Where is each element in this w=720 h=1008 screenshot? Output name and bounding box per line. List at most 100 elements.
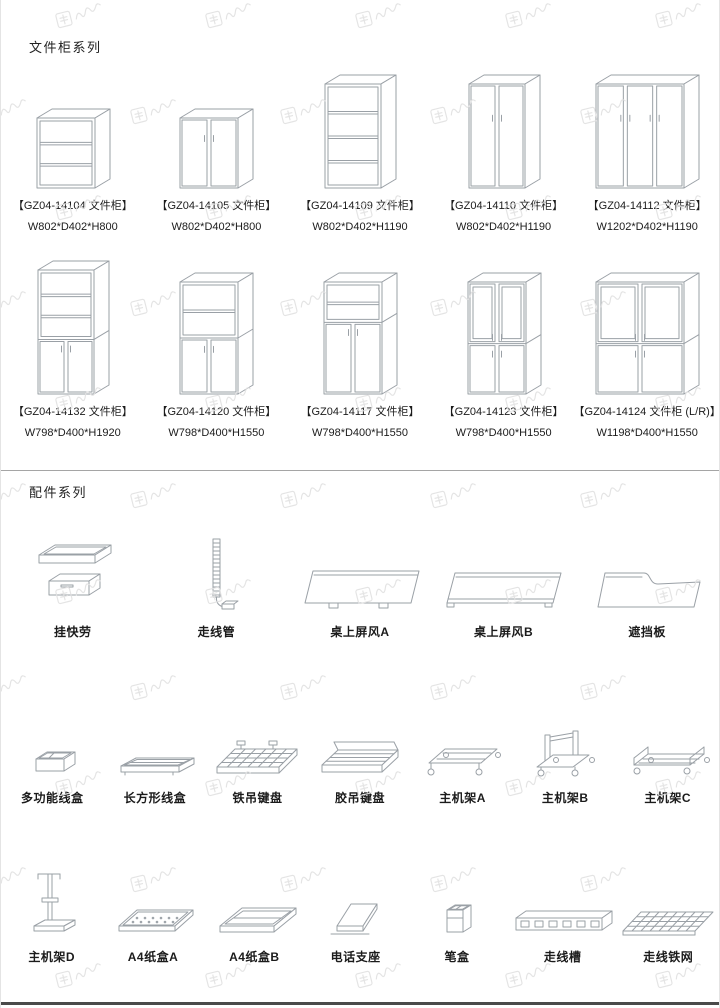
accessory-card: 铁吊键盘 xyxy=(206,731,309,805)
tall-open-cabinet-icon xyxy=(324,74,397,189)
product-code: 【GZ04-14110 文件柜】 xyxy=(444,199,564,212)
accessory-figure xyxy=(618,864,718,940)
accessory-card: 桌上屏风A xyxy=(288,531,432,639)
desk-screen-a-icon xyxy=(304,570,420,609)
accessory-label: A4纸盒A xyxy=(127,949,179,964)
accessory-row-3: 主机架D A4纸盒A A4纸盒B xyxy=(1,864,719,964)
product-code: 【GZ04-14117 文件柜】 xyxy=(300,405,420,418)
accessory-figure xyxy=(16,731,88,781)
accessory-figure xyxy=(417,731,509,781)
accessory-label: 笔盒 xyxy=(444,949,470,964)
product-code: 【GZ04-14124 文件柜 (L/R)】 xyxy=(573,405,720,418)
cabinet-row-2: 【GZ04-14132 文件柜】 W798*D400*H1920 【GZ04-1… xyxy=(1,260,720,440)
product-card: 【GZ04-14120 文件柜】 W798*D400*H1550 xyxy=(145,264,289,440)
accessory-card: 多功能线盒 xyxy=(1,731,104,805)
accessory-card: 走线管 xyxy=(145,531,289,639)
accessory-figure xyxy=(109,731,201,781)
accessory-card: 主机架B xyxy=(514,730,617,806)
product-dimensions: W798*D400*H1550 xyxy=(311,427,408,440)
cpu-holder-c-icon xyxy=(633,746,710,775)
product-figure xyxy=(434,264,574,396)
accessory-label: 主机架B xyxy=(541,791,589,806)
product-figure xyxy=(3,260,143,396)
low-open-cabinet-icon xyxy=(36,108,111,189)
accessory-label: 主机架A xyxy=(439,791,486,806)
product-figure xyxy=(146,70,286,190)
accessory-label: 主机架D xyxy=(28,949,75,964)
product-card: 【GZ04-14123 文件柜】 W798*D400*H1550 xyxy=(432,264,576,440)
accessory-label: 挂快劳 xyxy=(54,624,92,639)
section-title: 文件柜系列 xyxy=(29,40,102,55)
hutch-cabinet-icon xyxy=(37,260,110,395)
product-figure xyxy=(577,264,717,396)
shield-board-icon xyxy=(597,572,701,608)
accessory-card: A4纸盒A xyxy=(102,864,203,964)
accessory-figure xyxy=(622,731,714,781)
product-code: 【GZ04-14112 文件柜】 xyxy=(587,199,707,212)
product-figure xyxy=(290,70,430,190)
accessory-card: 走线槽 xyxy=(508,864,618,964)
low-door-cabinet-icon xyxy=(179,108,254,189)
phone-stand-icon xyxy=(330,903,378,935)
accessory-label: 主机架C xyxy=(644,791,692,806)
section-title: 配件系列 xyxy=(29,485,88,501)
combo-cabinet-a-icon xyxy=(179,272,254,395)
file-cabinet-section: 文件柜系列 【GZ04-14104 文件柜】 W802*D402*H800 【G… xyxy=(1,0,719,440)
accessory-card: 长方形线盒 xyxy=(104,731,207,805)
accessory-label: 桌上屏风A xyxy=(330,624,390,639)
wide-door-cabinet-icon xyxy=(595,74,700,189)
a4-tray-b-icon xyxy=(219,907,297,933)
accessory-figure xyxy=(16,864,88,940)
glass-door-cabinet-icon xyxy=(467,272,542,395)
cable-mesh-icon xyxy=(622,911,714,936)
accessory-card: 桌上屏风B xyxy=(432,531,576,639)
product-card: 【GZ04-14124 文件柜 (L/R)】 W1198*D400*H1550 xyxy=(573,264,720,440)
accessory-figure xyxy=(312,731,408,781)
accessory-row-1: 挂快劳 走线管 桌上屏风A xyxy=(1,531,719,639)
accessory-card: 笔盒 xyxy=(406,864,507,964)
accessory-label: 桌上屏风B xyxy=(473,624,534,639)
accessory-card: 电话支座 xyxy=(305,864,406,964)
accessory-figure xyxy=(586,531,708,615)
accessory-label: 长方形线盒 xyxy=(123,791,187,806)
accessory-label: 电话支座 xyxy=(330,949,381,964)
accessories-section: 配件系列 挂快劳 走线管 xyxy=(1,471,719,964)
product-figure xyxy=(577,70,717,190)
product-dimensions: W798*D400*H1550 xyxy=(455,427,552,440)
accessory-figure xyxy=(208,864,300,940)
accessory-label: 铁吊键盘 xyxy=(232,791,283,806)
product-code: 【GZ04-14120 文件柜】 xyxy=(156,405,277,418)
accessory-card: 主机架A xyxy=(411,731,514,805)
accessory-label: 走线管 xyxy=(197,624,236,639)
combo-cabinet-b-icon xyxy=(323,272,398,395)
section-divider xyxy=(1,470,719,472)
page-content: 文件柜系列 【GZ04-14104 文件柜】 W802*D402*H800 【G… xyxy=(1,0,719,964)
cable-trough-icon xyxy=(515,910,613,931)
product-card: 【GZ04-14110 文件柜】 W802*D402*H1190 xyxy=(432,70,576,234)
accessory-figure xyxy=(107,864,199,940)
product-code: 【GZ04-14104 文件柜】 xyxy=(12,199,133,212)
accessory-label: 遮挡板 xyxy=(628,624,666,639)
product-dimensions: W1202*D402*H1190 xyxy=(596,220,698,233)
accessory-row-2: 多功能线盒 长方形线盒 铁吊键盘 xyxy=(1,730,719,806)
product-code: 【GZ04-14105 文件柜】 xyxy=(156,199,277,212)
product-card: 【GZ04-14104 文件柜】 W802*D402*H800 xyxy=(1,70,145,234)
accessory-figure xyxy=(434,864,480,940)
product-card: 【GZ04-14112 文件柜】 W1202*D402*H1190 xyxy=(575,70,719,234)
accessory-card: 主机架D xyxy=(1,864,102,964)
product-card: 【GZ04-14132 文件柜】 W798*D400*H1920 xyxy=(1,260,145,440)
product-dimensions: W798*D400*H1920 xyxy=(24,427,121,440)
accessory-card: A4纸盒B xyxy=(204,864,305,964)
page-bottom-rule xyxy=(1,1002,719,1005)
a4-tray-a-icon xyxy=(118,909,194,932)
accessory-label: 胶吊键盘 xyxy=(335,791,386,806)
plastic-keyboard-tray-icon xyxy=(321,741,399,773)
product-code: 【GZ04-14123 文件柜】 xyxy=(443,405,564,418)
accessory-figure xyxy=(27,531,119,615)
accessory-label: 走线铁网 xyxy=(643,949,694,964)
product-card: 【GZ04-14109 文件柜】 W802*D402*H1190 xyxy=(288,70,432,234)
accessory-figure xyxy=(209,731,305,781)
cable-tube-icon xyxy=(212,538,239,610)
accessory-card: 主机架C xyxy=(616,731,719,805)
metal-keyboard-tray-icon xyxy=(216,740,298,774)
